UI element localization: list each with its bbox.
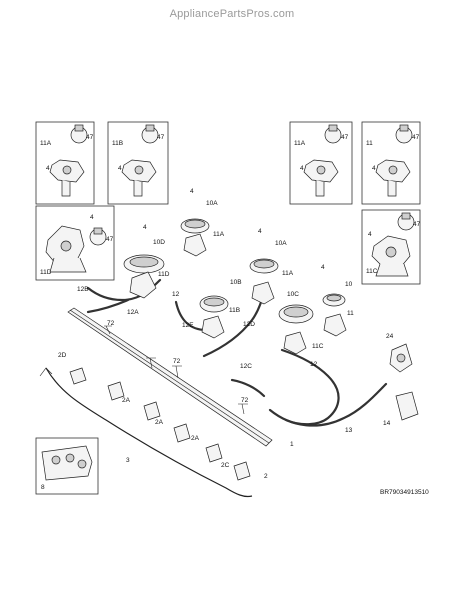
svg-text:10: 10 [345, 281, 353, 288]
svg-text:11A: 11A [294, 140, 306, 147]
svg-text:4: 4 [90, 214, 94, 221]
svg-text:12A: 12A [127, 309, 139, 316]
svg-text:4: 4 [300, 165, 304, 172]
svg-text:10D: 10D [153, 239, 165, 246]
svg-text:11A: 11A [282, 270, 294, 277]
svg-text:4: 4 [368, 231, 372, 238]
svg-text:8: 8 [41, 484, 45, 491]
svg-text:11C: 11C [312, 343, 324, 350]
detail-box-11b: 11B 4 47 [107, 121, 169, 205]
svg-text:11B: 11B [229, 307, 240, 314]
svg-text:11: 11 [366, 140, 373, 147]
svg-text:4: 4 [143, 224, 147, 231]
svg-text:2C: 2C [221, 462, 230, 469]
svg-text:2A: 2A [155, 419, 164, 426]
gas-manifold-pipe [67, 307, 273, 447]
svg-text:47: 47 [86, 134, 94, 141]
svg-text:12D: 12D [243, 321, 255, 328]
detail-box-11c: 11C 4 47 [361, 209, 421, 285]
igniter-harness [39, 367, 253, 498]
svg-text:2D: 2D [58, 352, 67, 359]
svg-text:11A: 11A [40, 140, 52, 147]
svg-text:4: 4 [372, 165, 376, 172]
svg-text:11D: 11D [158, 271, 170, 278]
callout-labels: 4 10A 11A 4 10D 11D 4 10A 11A 4 10 12B 1… [58, 188, 394, 480]
svg-text:11C: 11C [366, 268, 378, 275]
svg-text:10B: 10B [230, 279, 242, 286]
svg-text:3: 3 [126, 457, 130, 464]
svg-text:47: 47 [413, 221, 421, 228]
svg-text:11A: 11A [213, 231, 225, 238]
svg-text:72: 72 [241, 397, 249, 404]
diagram-code: BR79034913510 [380, 489, 429, 496]
svg-text:12: 12 [310, 361, 318, 368]
svg-text:12C: 12C [240, 363, 252, 370]
svg-text:47: 47 [106, 236, 114, 243]
svg-text:1: 1 [290, 441, 294, 448]
screws [104, 325, 248, 415]
svg-text:12E: 12E [182, 322, 194, 329]
svg-text:47: 47 [157, 134, 165, 141]
valves [69, 367, 251, 481]
svg-text:4: 4 [190, 188, 194, 195]
detail-box-8: 8 [35, 437, 99, 495]
svg-text:2A: 2A [122, 397, 131, 404]
svg-text:11: 11 [347, 310, 354, 317]
svg-text:10C: 10C [287, 291, 299, 298]
svg-text:4: 4 [258, 228, 262, 235]
svg-text:47: 47 [412, 134, 420, 141]
svg-text:24: 24 [386, 333, 394, 340]
detail-box-11a-left: 11A 4 47 [35, 121, 95, 205]
detail-box-11a-right: 11A 4 47 [289, 121, 353, 205]
detail-box-11: 11 4 47 [361, 121, 421, 205]
svg-text:4: 4 [46, 165, 50, 172]
svg-text:12: 12 [172, 291, 180, 298]
svg-text:11D: 11D [40, 269, 52, 276]
svg-text:13: 13 [345, 427, 353, 434]
detail-box-11d: 11D 4 47 [35, 205, 115, 281]
watermark: AppliancePartsPros.com [170, 8, 295, 20]
svg-text:2A: 2A [191, 435, 200, 442]
svg-text:10A: 10A [206, 200, 218, 207]
svg-text:2: 2 [264, 473, 268, 480]
svg-text:12B: 12B [77, 286, 89, 293]
svg-text:47: 47 [341, 134, 349, 141]
svg-text:72: 72 [107, 320, 115, 327]
svg-text:14: 14 [383, 420, 391, 427]
svg-text:4: 4 [118, 165, 122, 172]
svg-text:11B: 11B [112, 140, 123, 147]
svg-text:4: 4 [321, 264, 325, 271]
svg-text:10A: 10A [275, 240, 287, 247]
burners [123, 218, 419, 421]
svg-text:72: 72 [173, 358, 181, 365]
